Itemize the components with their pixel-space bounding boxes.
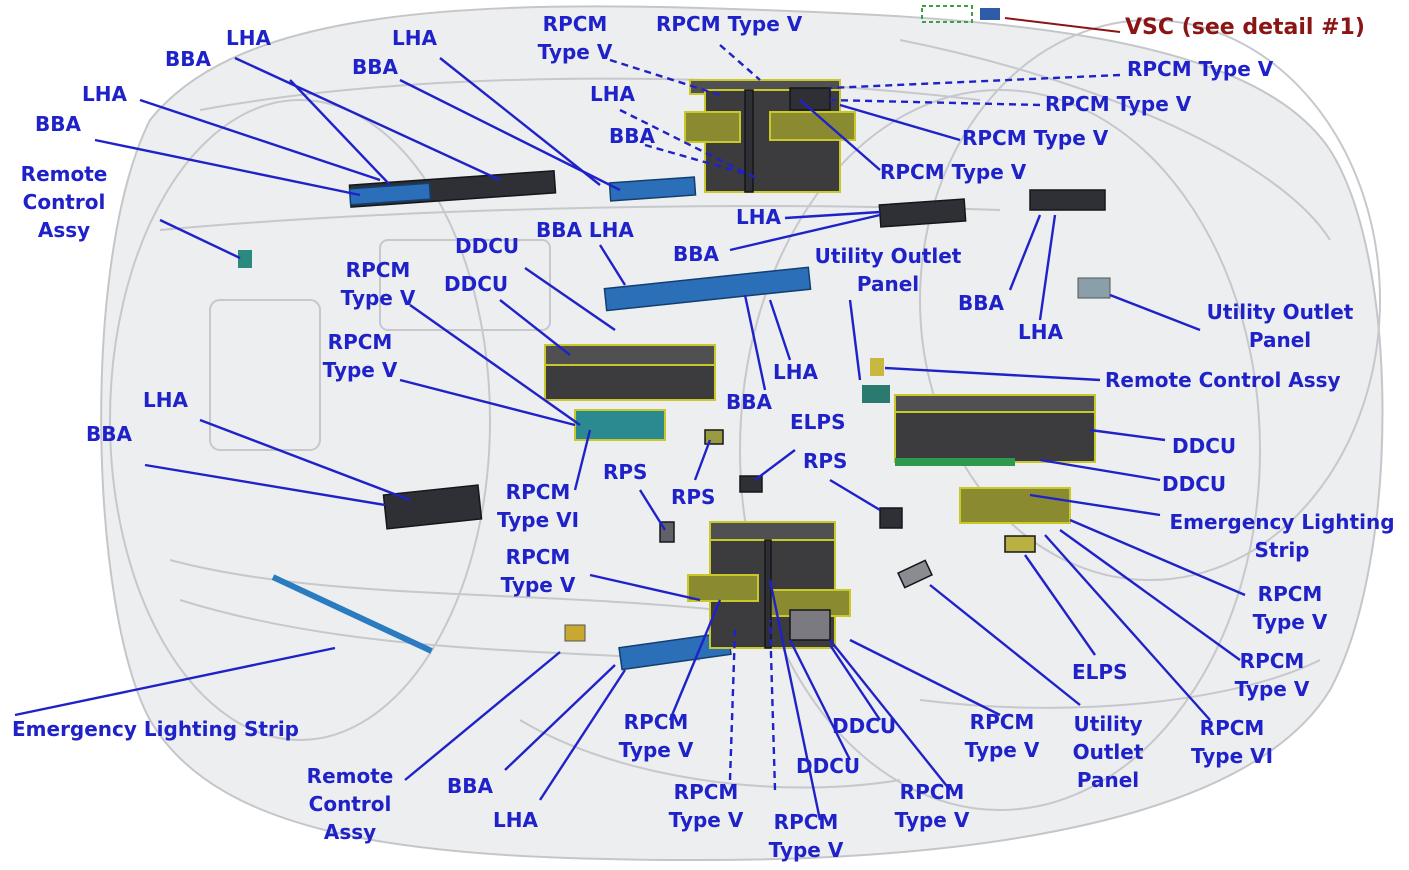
- elps-label: ELPS: [790, 410, 846, 434]
- lha-label: LHA: [1018, 320, 1063, 344]
- lha-label: LHA: [82, 82, 127, 106]
- emergency-lighting-strip-label: Emergency Lighting Strip: [12, 717, 299, 741]
- rps-label: RPS: [803, 449, 848, 473]
- ddcu-middle: [544, 344, 716, 441]
- bba-label: BBA: [673, 242, 719, 266]
- rps-label: RPS: [603, 460, 648, 484]
- bottom-rack: [687, 521, 851, 649]
- bba-label: BBA: [165, 47, 211, 71]
- bba-label: BBA: [86, 422, 132, 446]
- bba-lha-label: BBA LHA: [536, 218, 634, 242]
- leader-lines: [14, 17, 1246, 821]
- lha-label: LHA: [143, 388, 188, 412]
- elps-label: ELPS: [1072, 660, 1128, 684]
- rps-label: RPS: [671, 485, 716, 509]
- ddcu-right: [894, 394, 1096, 553]
- bba-label: BBA: [352, 55, 398, 79]
- remote-control-assy-label: Remote Control Assy: [1105, 368, 1341, 392]
- rpcm-type-v-label: RPCM Type V: [1045, 92, 1192, 116]
- ddcu-label: DDCU: [1162, 472, 1227, 496]
- bba-label: BBA: [609, 124, 655, 148]
- ddcu-label: DDCU: [455, 234, 520, 258]
- light-assemblies: [271, 170, 1106, 671]
- ddcu-label: DDCU: [1172, 434, 1237, 458]
- bba-label: BBA: [958, 291, 1004, 315]
- ddcu-label: DDCU: [444, 272, 509, 296]
- rpcm-type-v-label: RPCM Type V: [656, 12, 803, 36]
- bba-label: BBA: [35, 112, 81, 136]
- lha-label: LHA: [226, 26, 271, 50]
- lha-label: LHA: [590, 82, 635, 106]
- rpcm-type-v-label: RPCM Type V: [880, 160, 1027, 184]
- ddcu-label: DDCU: [832, 714, 897, 738]
- lha-label: LHA: [493, 808, 538, 832]
- lha-label: LHA: [736, 205, 781, 229]
- top-rack: [684, 79, 856, 193]
- rpcm-type-v-label: RPCM Type V: [1127, 57, 1274, 81]
- lha-label: LHA: [392, 26, 437, 50]
- bba-label: BBA: [447, 774, 493, 798]
- ddcu-label: DDCU: [796, 754, 861, 778]
- rpcm-type-v-label: RPCM Type V: [962, 126, 1109, 150]
- bba-label: BBA: [726, 390, 772, 414]
- lha-label: LHA: [773, 360, 818, 384]
- vsc-label: VSC (see detail #1): [1125, 15, 1365, 40]
